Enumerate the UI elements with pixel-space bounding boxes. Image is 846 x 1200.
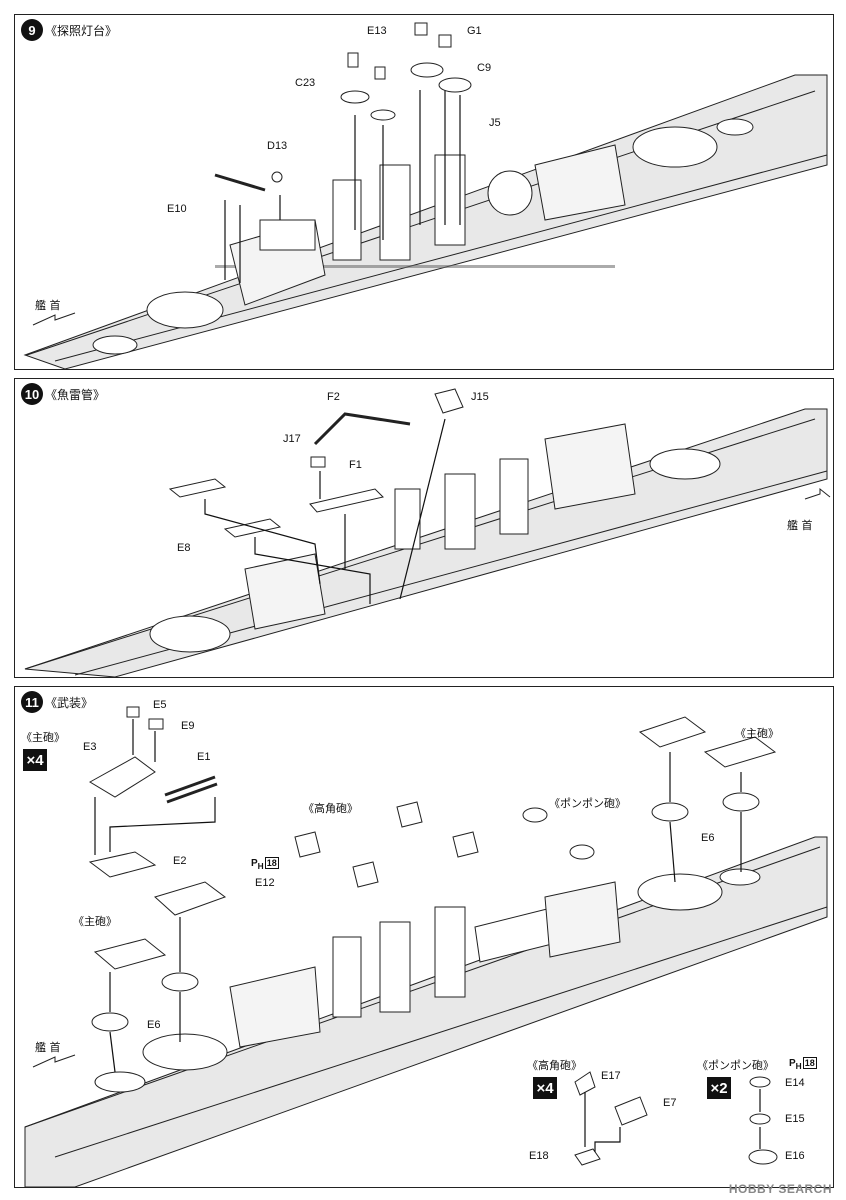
- step-11-header: 11 《武装》: [21, 691, 93, 713]
- step-number: 10: [21, 383, 43, 405]
- sub-ha-title: 《高角砲》: [527, 1059, 582, 1072]
- bow-label: 艦 首: [787, 519, 813, 532]
- part-label-e15: E15: [785, 1113, 805, 1125]
- sub-ha-quantity-badge: ×4: [533, 1077, 557, 1099]
- bow-label: 艦 首: [35, 1041, 61, 1054]
- part-label-f2: F2: [327, 391, 340, 403]
- main-gun-quantity-badge: ×4: [23, 749, 47, 771]
- step-title: 《武装》: [45, 695, 94, 710]
- step-number: 11: [21, 691, 43, 713]
- part-label-e13: E13: [367, 25, 387, 37]
- ha-gun-label: 《高角砲》: [303, 802, 358, 815]
- part-label-e17: E17: [601, 1070, 621, 1082]
- pompom-label: 《ポンポン砲》: [549, 797, 626, 810]
- step-9-header: 9 《探照灯台》: [21, 19, 117, 41]
- part-label-e1: E1: [197, 751, 211, 763]
- step-11-panel: 11 《武装》: [14, 686, 834, 1188]
- part-label-c23: C23: [295, 77, 316, 89]
- watermark: HOBBY SEARCH: [728, 1182, 832, 1196]
- part-label-d13: D13: [267, 140, 288, 152]
- step-10-header: 10 《魚雷管》: [21, 383, 105, 405]
- part-label-e8: E8: [177, 542, 191, 554]
- step-9-drawing: [23, 22, 828, 369]
- part-label-e16: E16: [785, 1150, 805, 1162]
- step-title: 《魚雷管》: [45, 387, 106, 402]
- bow-label: 艦 首: [35, 299, 61, 312]
- part-label-j17: J17: [283, 433, 301, 445]
- sub-pompom-title: 《ポンポン砲》: [697, 1059, 774, 1072]
- step-10-drawing: [24, 388, 831, 677]
- part-label-e6-right: E6: [701, 832, 715, 844]
- sub-pompom-quantity-badge: ×2: [707, 1077, 731, 1099]
- step-number: 9: [21, 19, 43, 41]
- part-label-e14: E14: [785, 1077, 805, 1089]
- part-label-g1: G1: [467, 25, 482, 37]
- part-label-e5: E5: [153, 699, 167, 711]
- part-label-e6-left: E6: [147, 1019, 161, 1031]
- part-label-e10: E10: [167, 203, 187, 215]
- step-title: 《探照灯台》: [45, 23, 118, 38]
- step-9-panel: 9 《探照灯台》: [14, 14, 834, 370]
- part-label-f1: F1: [349, 459, 362, 471]
- part-label-c9: C9: [477, 62, 492, 74]
- part-label-e18: E18: [529, 1150, 549, 1162]
- part-label-e9: E9: [181, 720, 195, 732]
- main-gun-title: 《主砲》: [21, 731, 65, 744]
- part-label-j5: J5: [489, 117, 501, 129]
- step-11-drawing: [24, 706, 828, 1187]
- part-label-e3: E3: [83, 741, 97, 753]
- step-10-panel: 10 《魚雷管》 艦 首 F2 J15 J17: [14, 378, 834, 678]
- part-label-e2: E2: [173, 855, 187, 867]
- part-label-j15: J15: [471, 391, 489, 403]
- part-label-e12: E12: [255, 877, 275, 889]
- main-gun-label-right: 《主砲》: [735, 727, 779, 740]
- main-gun-label-left: 《主砲》: [73, 915, 117, 928]
- part-label-e7: E7: [663, 1097, 677, 1109]
